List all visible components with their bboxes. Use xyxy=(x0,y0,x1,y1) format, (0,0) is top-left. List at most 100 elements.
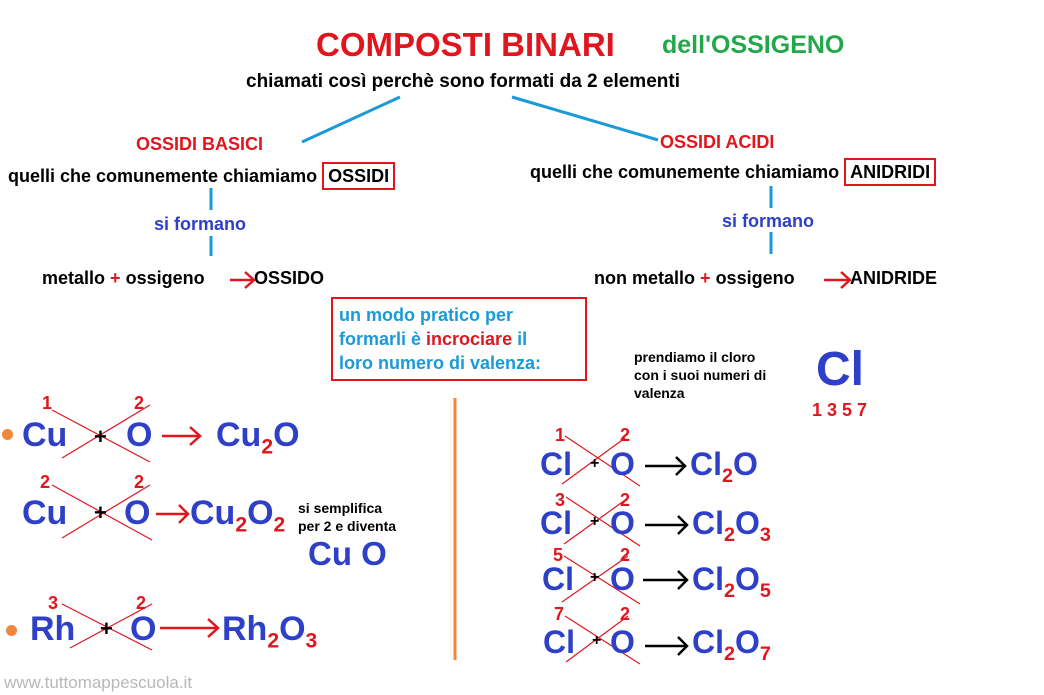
left-forms-label: si formano xyxy=(154,214,247,234)
valence-1: 3 xyxy=(555,490,566,510)
product-subscript: 2 xyxy=(722,464,734,487)
valence-2: 2 xyxy=(134,472,145,492)
product-formula: Cu2O2 xyxy=(190,494,285,537)
product-subscript: 3 xyxy=(759,523,771,546)
product-formula: Cl2O xyxy=(690,446,758,488)
branch-line-right xyxy=(511,95,659,142)
right-reaction-result: ANIDRIDE xyxy=(850,268,938,288)
left-reaction-a: metallo xyxy=(42,268,106,288)
element-symbol: Cu xyxy=(22,416,68,454)
product-subscript: 2 xyxy=(261,435,274,459)
plus-sign: + xyxy=(592,632,602,649)
plus-sign: + xyxy=(590,513,600,530)
tip-highlight: incrociare xyxy=(426,329,513,349)
product-oxygen: O xyxy=(247,494,274,532)
oxygen-symbol: O xyxy=(610,624,635,660)
right-reaction-a: non metallo xyxy=(594,268,696,288)
valence-1: 2 xyxy=(40,472,51,492)
oxygen-symbol: O xyxy=(124,494,151,532)
left-reaction-result: OSSIDO xyxy=(254,268,325,288)
tip-line-2c: il xyxy=(512,329,528,349)
product-formula: Cl2O7 xyxy=(692,624,771,666)
valence-1: 5 xyxy=(553,545,564,565)
left-reaction-plus: + xyxy=(110,268,121,288)
chlorine-note-line-2: con i suoi numeri di xyxy=(634,367,767,383)
product-oxygen: O xyxy=(273,416,300,454)
chlorine-symbol: Cl xyxy=(816,343,864,396)
left-reaction: metallo + ossigeno xyxy=(42,268,205,289)
product-formula: Cl2O5 xyxy=(692,561,771,603)
chlorine-note: prendiamo il cloro con i suoi numeri di … xyxy=(634,348,766,402)
valence-2: 2 xyxy=(620,604,631,624)
page-title: COMPOSTI BINARI xyxy=(316,26,615,63)
reaction-arrow-right xyxy=(824,271,852,289)
right-description-text: quelli che comunemente chiamiamo xyxy=(530,162,840,182)
plus-sign: + xyxy=(94,500,107,525)
plus-sign: + xyxy=(590,455,600,472)
product-element: Rh xyxy=(222,610,268,648)
right-reaction-plus: + xyxy=(700,268,711,288)
left-description: quelli che comunemente chiamiamo OSSIDI xyxy=(8,162,396,190)
element-symbol: Cl xyxy=(542,561,574,597)
oxygen-symbol: O xyxy=(130,610,157,648)
right-description-box: ANIDRIDI xyxy=(844,158,937,186)
product-arrows-right xyxy=(643,456,689,656)
element-symbol: Rh xyxy=(30,610,76,648)
product-element: Cl xyxy=(690,446,722,482)
valence-2: 2 xyxy=(620,545,631,565)
oxygen-symbol: O xyxy=(610,505,635,541)
product-formula: Cl2O3 xyxy=(692,505,771,547)
valence-1: 7 xyxy=(554,604,565,624)
left-description-box: OSSIDI xyxy=(322,162,396,190)
element-symbol: Cl xyxy=(543,624,575,660)
valence-2: 2 xyxy=(620,425,631,445)
product-formula: Rh2O3 xyxy=(222,610,317,653)
heading-ossidi-acidi: OSSIDI ACIDI xyxy=(660,132,775,152)
tip-line-2a: formarli è xyxy=(339,329,427,349)
tip-box: un modo pratico per formarli è incrociar… xyxy=(331,297,587,381)
product-arrows-left xyxy=(156,426,220,638)
product-formula: Cu2O xyxy=(216,416,300,459)
product-oxygen: O xyxy=(735,561,760,597)
valence-2: 2 xyxy=(136,593,147,613)
product-element: Cu xyxy=(190,494,236,532)
valence-1: 1 xyxy=(555,425,566,445)
chlorine-note-line-3: valenza xyxy=(634,385,685,401)
plus-sign: + xyxy=(100,616,113,641)
product-subscript: 2 xyxy=(724,579,736,602)
oxygen-symbol: O xyxy=(126,416,153,454)
heading-ossidi-basici: OSSIDI BASICI xyxy=(136,134,264,154)
right-forms-label: si formano xyxy=(722,211,815,231)
simplify-note-line-1: si semplifica xyxy=(298,500,383,516)
product-subscript: 2 xyxy=(235,513,248,537)
product-subscript: 2 xyxy=(724,642,736,665)
page-title-secondary: dell'OSSIGENO xyxy=(662,31,845,59)
simplify-note-line-2: per 2 e diventa xyxy=(298,518,397,534)
plus-sign: + xyxy=(590,569,600,586)
tip-line-3: loro numero di valenza: xyxy=(339,353,542,373)
valence-2: 2 xyxy=(620,490,631,510)
element-symbol: Cl xyxy=(540,505,572,541)
oxygen-symbol: O xyxy=(610,561,635,597)
product-oxygen: O xyxy=(279,610,306,648)
watermark: www.tuttomappescuola.it xyxy=(4,673,193,692)
right-reaction-b: ossigeno xyxy=(715,268,795,288)
element-symbol: Cu xyxy=(22,494,68,532)
product-oxygen: O xyxy=(733,446,758,482)
product-element: Cl xyxy=(692,561,724,597)
product-oxygen: O xyxy=(735,624,760,660)
product-element: Cu xyxy=(216,416,262,454)
subtitle: chiamati così perchè sono formati da 2 e… xyxy=(246,71,680,92)
product-subscript: 3 xyxy=(305,629,318,653)
product-subscript: 2 xyxy=(724,523,736,546)
right-reaction: non metallo + ossigeno xyxy=(594,268,795,289)
tip-line-2: formarli è incrociare il xyxy=(339,327,579,351)
valence-1: 3 xyxy=(48,593,59,613)
simplify-note: si semplifica per 2 e diventa xyxy=(298,499,396,535)
product-subscript: 7 xyxy=(759,642,771,665)
branch-line-left xyxy=(301,95,401,144)
product-oxygen: O xyxy=(735,505,760,541)
product-subscript: 2 xyxy=(267,629,280,653)
tip-line-1: un modo pratico per xyxy=(339,305,514,325)
